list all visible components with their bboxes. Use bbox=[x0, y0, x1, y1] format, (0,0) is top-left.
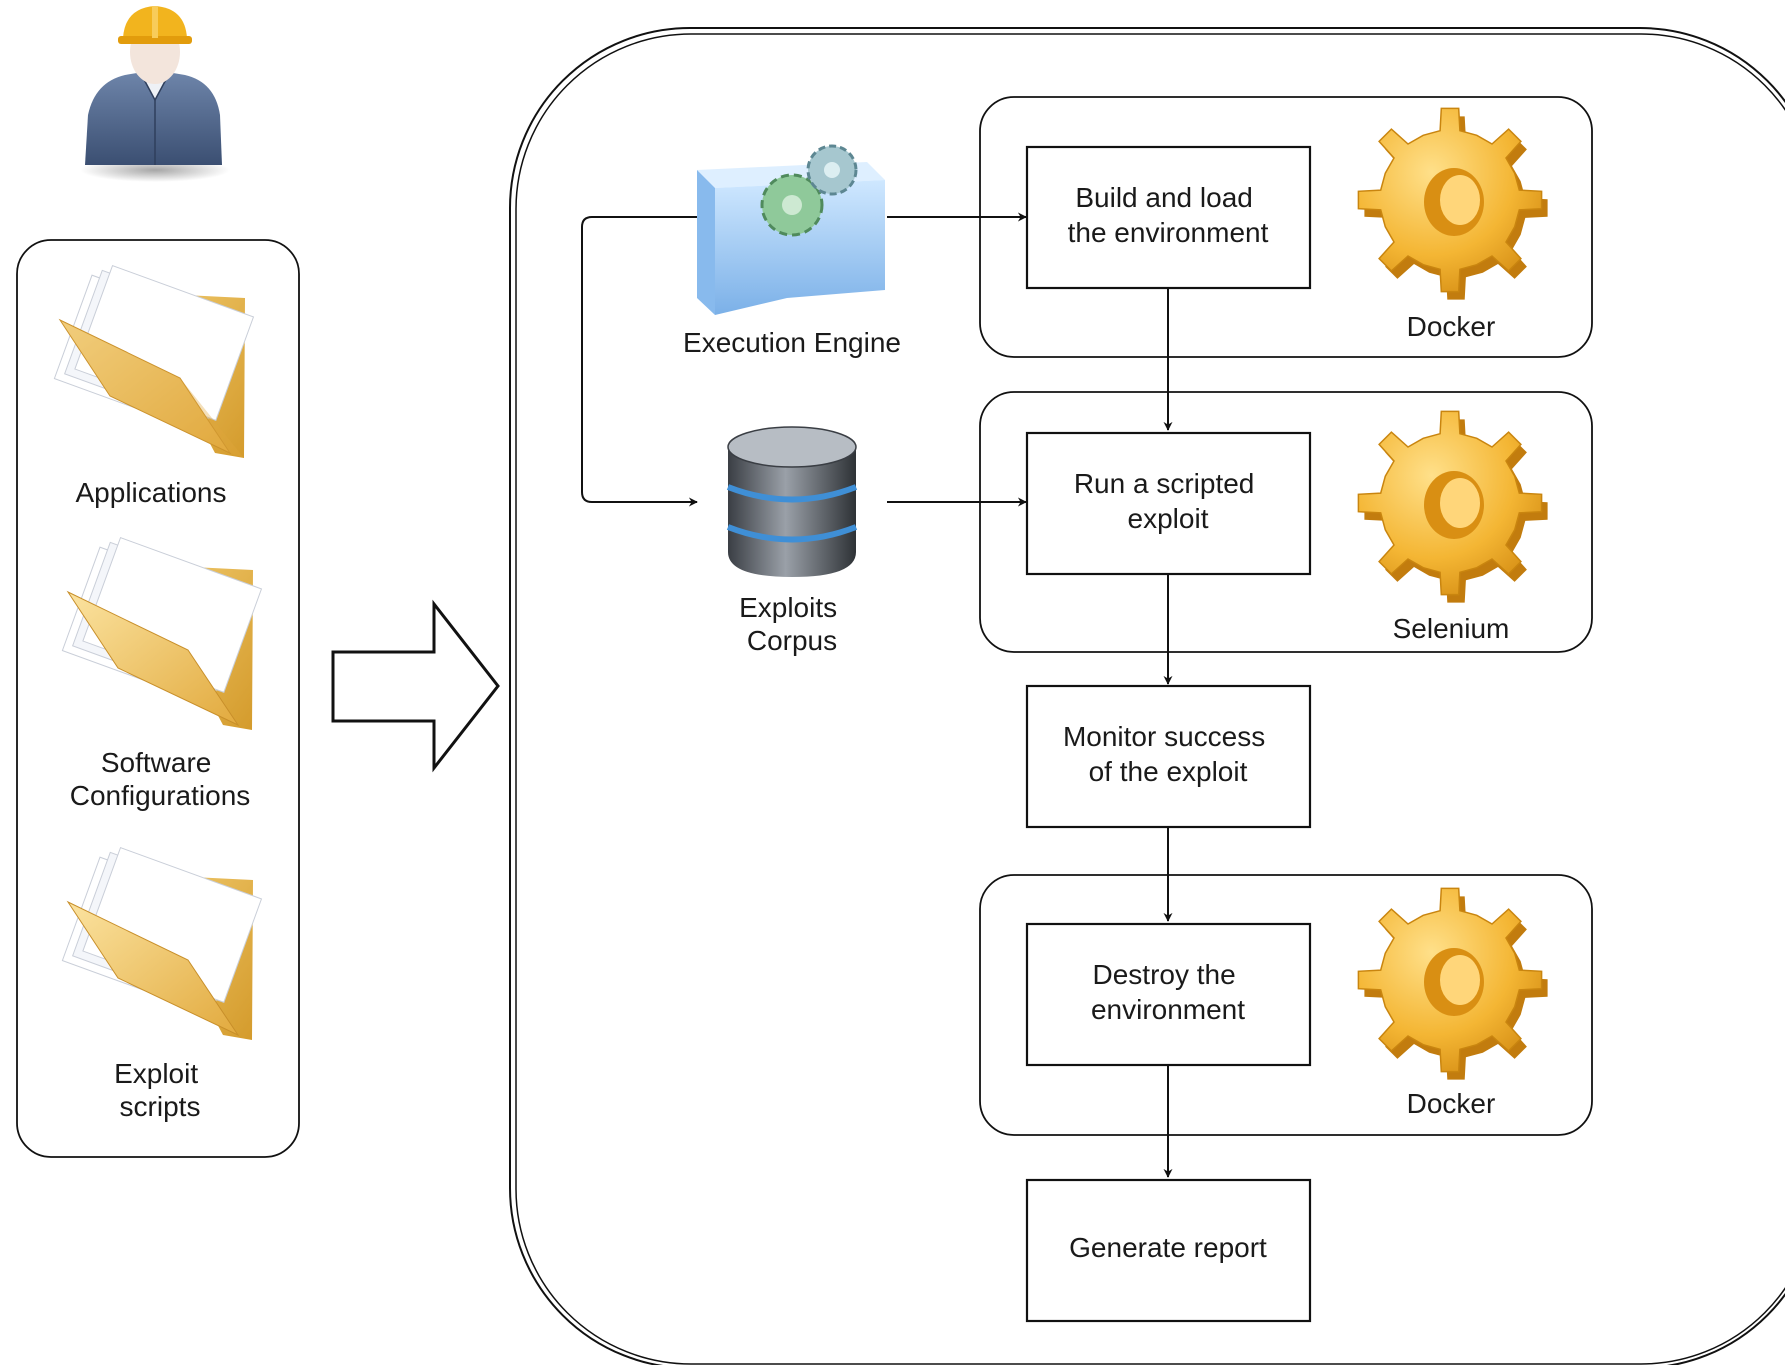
database-icon bbox=[726, 426, 858, 577]
folder-icon-applications bbox=[53, 264, 255, 458]
step-monitor-box bbox=[1025, 684, 1312, 829]
group-docker-build bbox=[979, 96, 1593, 358]
engineer-user-icon bbox=[80, 6, 230, 182]
step-destroy-box bbox=[1025, 922, 1312, 1067]
gear-icon-docker-build bbox=[1357, 107, 1548, 300]
tool-label-docker-destroy: Docker bbox=[1407, 1088, 1496, 1119]
input-label-applications: Applications bbox=[76, 477, 227, 508]
step-build-box bbox=[1025, 145, 1312, 290]
input-label-exploit-scripts: Exploit scripts bbox=[114, 1058, 206, 1122]
step-report-box bbox=[1025, 1178, 1312, 1323]
step-build-label: Build and load the environment bbox=[1068, 182, 1269, 248]
input-label-software-configurations: Software Configurations bbox=[70, 747, 251, 811]
execution-engine-icon bbox=[697, 144, 885, 315]
step-monitor-label: Monitor success of the exploit bbox=[1063, 721, 1273, 787]
folder-icon-exploit-scripts bbox=[61, 846, 263, 1040]
step-run-label: Run a scripted exploit bbox=[1074, 468, 1262, 534]
gear-icon-docker-destroy bbox=[1357, 887, 1548, 1080]
group-docker-destroy bbox=[979, 874, 1593, 1136]
gear-icon-selenium bbox=[1357, 410, 1548, 603]
component-label-exploits-corpus: Exploits Corpus bbox=[739, 592, 845, 656]
step-destroy-label: Destroy the environment bbox=[1091, 959, 1245, 1025]
system-boundary bbox=[509, 27, 1785, 1365]
tool-label-selenium: Selenium bbox=[1393, 613, 1510, 644]
component-label-execution-engine: Execution Engine bbox=[683, 327, 901, 358]
big-right-arrow-icon bbox=[331, 599, 500, 773]
tool-label-docker-build: Docker bbox=[1407, 311, 1496, 342]
edges bbox=[581, 212, 1173, 1178]
step-run-box bbox=[1025, 431, 1312, 576]
folder-icon-software-configurations bbox=[61, 536, 263, 730]
step-report-label: Generate report bbox=[1069, 1232, 1267, 1263]
edge-engine-to-corpus bbox=[581, 216, 698, 507]
group-selenium-run bbox=[979, 391, 1593, 653]
inputs-group bbox=[16, 239, 300, 1158]
